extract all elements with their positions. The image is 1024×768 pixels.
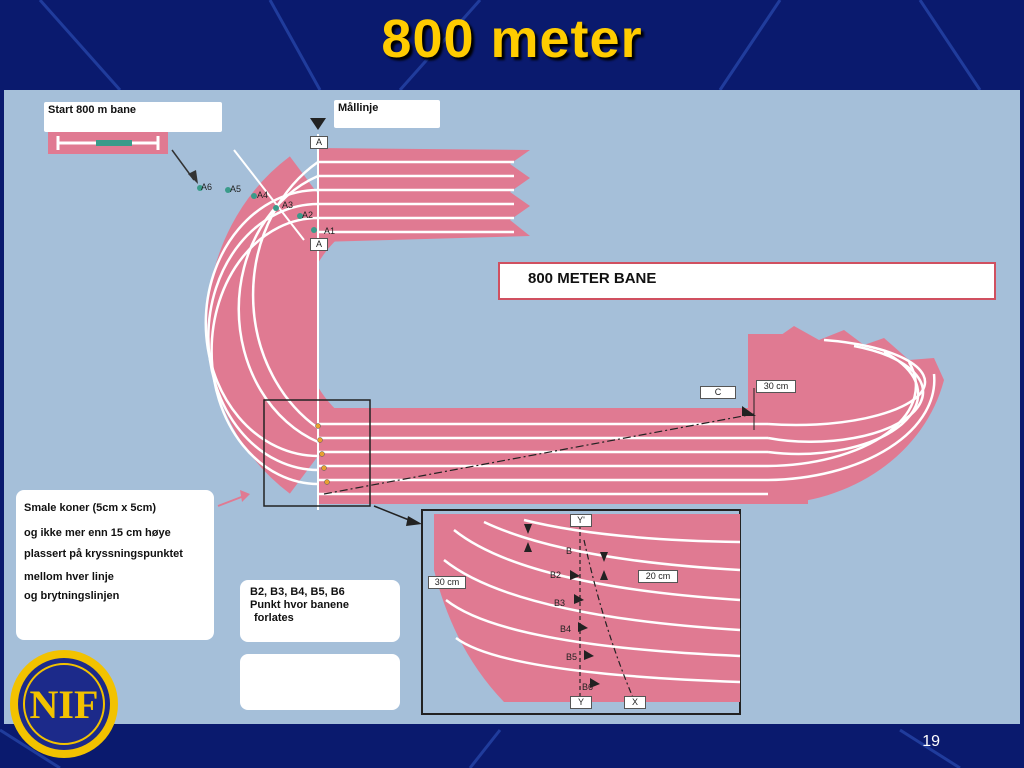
cone-note-line5: og brytningslinjen: [24, 590, 120, 602]
empty-note-box: [240, 654, 400, 710]
b-note-line2: Punkt hvor banene: [250, 599, 350, 611]
detail-b4: B4: [560, 624, 572, 634]
cone-note-line1: Smale koner (5cm x 5cm): [24, 502, 157, 514]
finish-arrow-icon: [310, 118, 326, 130]
detail-lane-lines: [443, 518, 741, 684]
lane-marker-a1: A1: [324, 226, 336, 236]
cone-note-line3: plassert på kryssningspunktet: [24, 548, 183, 560]
lane-marker-a5: A5: [230, 184, 242, 194]
cone-detail-frame: [263, 399, 371, 507]
track-diagram: Start 800 m bane Mållinje 800 METER BANE…: [4, 90, 1020, 724]
slide-number: 19: [922, 733, 940, 750]
detail-b5: B5: [566, 652, 578, 662]
bottom-straight: [318, 408, 768, 504]
nfif-logo: NIF: [10, 650, 118, 758]
marker-a-bottom: A: [310, 238, 328, 251]
break-line: [323, 413, 755, 495]
lane-marker-a6: A6: [201, 182, 213, 192]
detail-b-markers: [570, 570, 600, 688]
cone-dots: [315, 423, 330, 485]
bane-title-box: 800 METER BANE: [498, 262, 996, 300]
detail-x: X: [624, 696, 646, 709]
slide-title: 800 meter: [381, 9, 643, 69]
track-drawing: [48, 118, 944, 715]
b-note-line3: forlates: [254, 612, 294, 624]
start-label-box: Start 800 m bane: [44, 102, 222, 132]
marker-a-top: A: [310, 136, 328, 149]
start-curve-line: [233, 149, 305, 241]
start-label: Start 800 m bane: [48, 104, 137, 116]
detail-break-line: [583, 539, 635, 701]
cone-note-line4: mellom hver linje: [24, 571, 114, 583]
cone-note-arrow: [217, 495, 245, 507]
detail-y: Y: [570, 696, 592, 709]
lane-lines: [204, 160, 936, 496]
lane-marker-a2: A2: [302, 210, 314, 220]
bane-title: 800 METER BANE: [528, 270, 657, 287]
detail-b: B: [566, 546, 573, 556]
detail-dim-20: 20 cm: [638, 570, 678, 583]
marker-c: C: [700, 386, 736, 399]
lane-marker-dots: [197, 185, 317, 233]
lane-marker-a3: A3: [282, 200, 294, 210]
svg-text:NIF: NIF: [30, 682, 99, 727]
lane-marker-a4: A4: [257, 190, 269, 200]
finish-label: Mållinje: [338, 102, 379, 114]
b-note-line1: B2, B3, B4, B5, B6: [250, 586, 345, 598]
detail-y-prime: Y': [570, 514, 592, 527]
cone-note-box: Smale koner (5cm x 5cm) og ikke mer enn …: [16, 490, 214, 640]
right-bend-extra: [748, 334, 808, 504]
detail-b3: B3: [554, 598, 566, 608]
detail-b2: B2: [550, 570, 562, 580]
finish-label-box: Mållinje: [334, 100, 440, 128]
b-note-box: B2, B3, B4, B5, B6 Punkt hvor banene for…: [240, 580, 400, 642]
detail-dim-30: 30 cm: [428, 576, 466, 589]
width-note: 30 cm: [756, 380, 796, 393]
detail-b6: B6: [582, 682, 594, 692]
cone-note-line2: og ikke mer enn 15 cm høye: [24, 527, 171, 539]
